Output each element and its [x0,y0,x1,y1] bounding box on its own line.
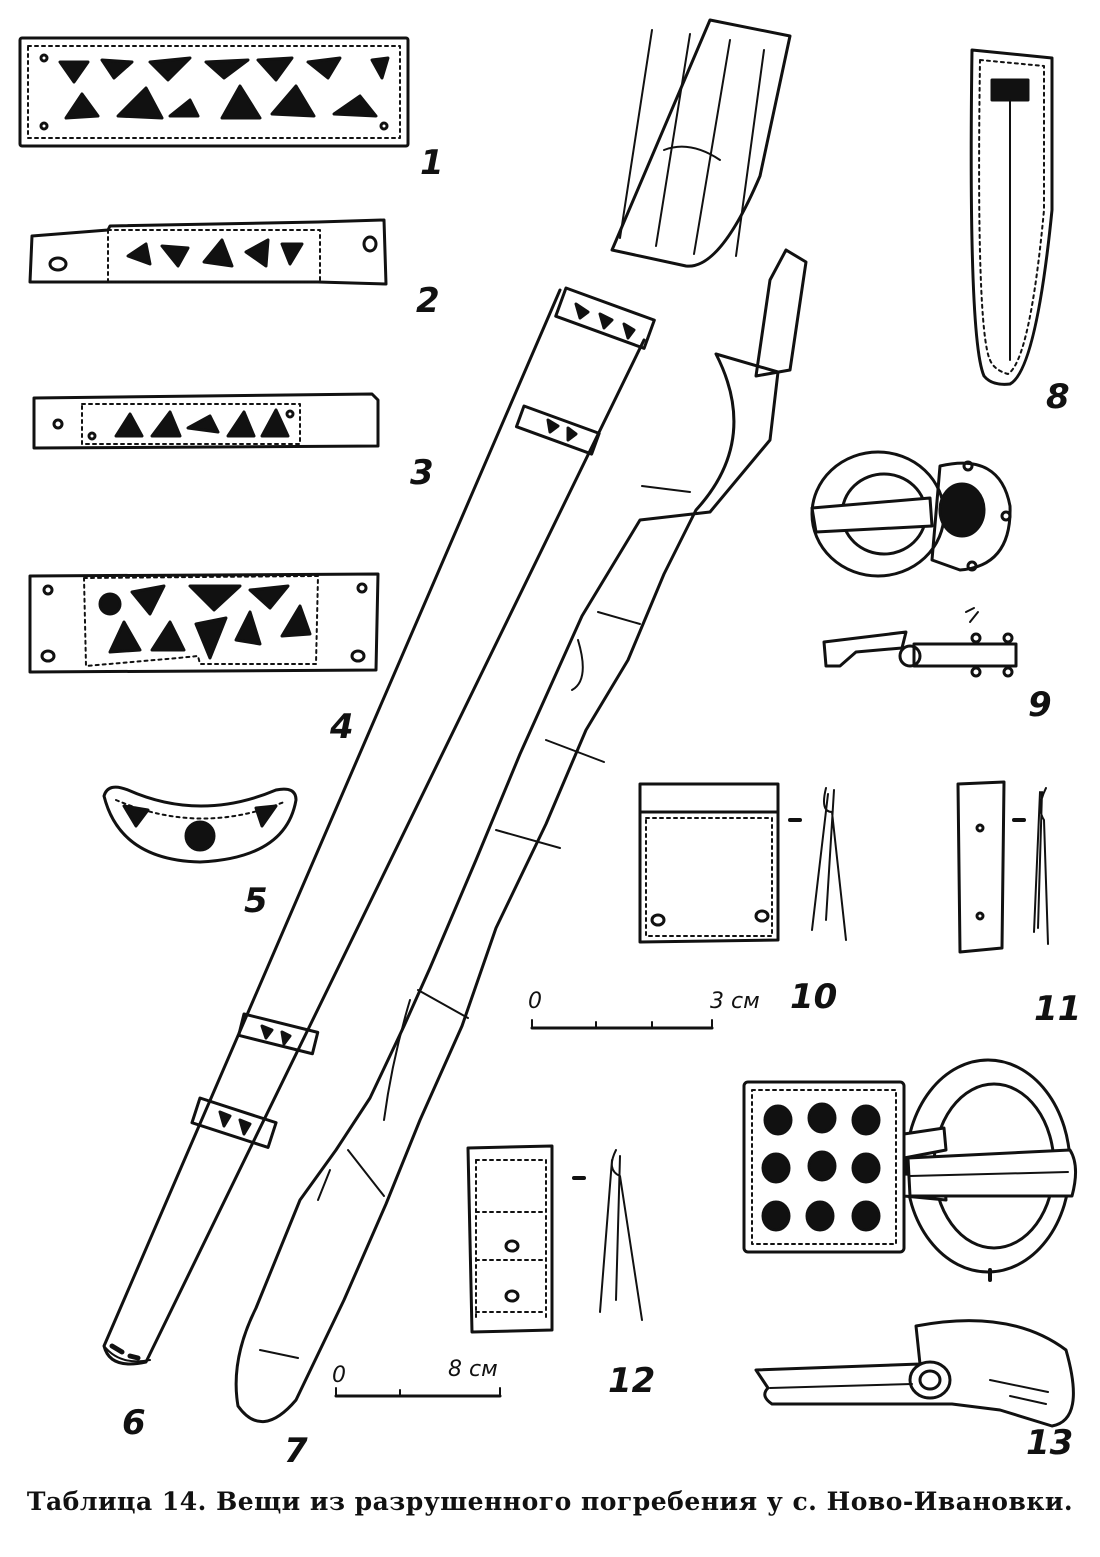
scale-large-end: 8 см [448,1357,498,1382]
fig-3-plaque [32,392,380,450]
fig-6-scabbard [102,286,656,1366]
scale-bar-small: 0 3 см [528,989,760,1030]
fig-2-plaque [28,218,388,286]
plate-caption: Таблица 14. Вещи из разрушенного погребе… [26,1487,1074,1516]
figure-label-3: 3 [410,453,434,493]
fig-8-strap-end [969,48,1054,386]
figure-label-7: 7 [284,1431,308,1471]
fig-5-crescent [102,785,298,864]
figure-label-11: 11 [1034,989,1081,1029]
fig-9-buckle [810,450,1018,678]
figure-label-4: 4 [329,707,354,747]
scale-large-start: 0 [332,1363,346,1388]
scale-bar-large: 0 8 см [332,1357,502,1398]
figure-label-9: 9 [1028,685,1052,725]
fig-13-buckle [742,1058,1077,1428]
fig-10-plaque [638,782,847,944]
figure-label-6: 6 [122,1403,146,1443]
figure-label-8: 8 [1046,377,1070,417]
scale-small-start: 0 [528,989,542,1014]
figure-label-5: 5 [244,881,268,921]
figure-label-2: 2 [416,281,440,321]
figure-label-13: 13 [1026,1423,1073,1463]
fig-11-plaque [956,780,1049,954]
figure-label-12: 12 [608,1361,655,1401]
figure-label-10: 10 [790,977,837,1017]
scale-small-end: 3 см [710,989,760,1014]
figure-label-1: 1 [420,143,444,183]
fig-7-sword [234,18,808,1423]
fig-12-clip [466,1144,643,1334]
fig-1-plaque [18,36,410,148]
fig-4-plaque [28,572,380,674]
